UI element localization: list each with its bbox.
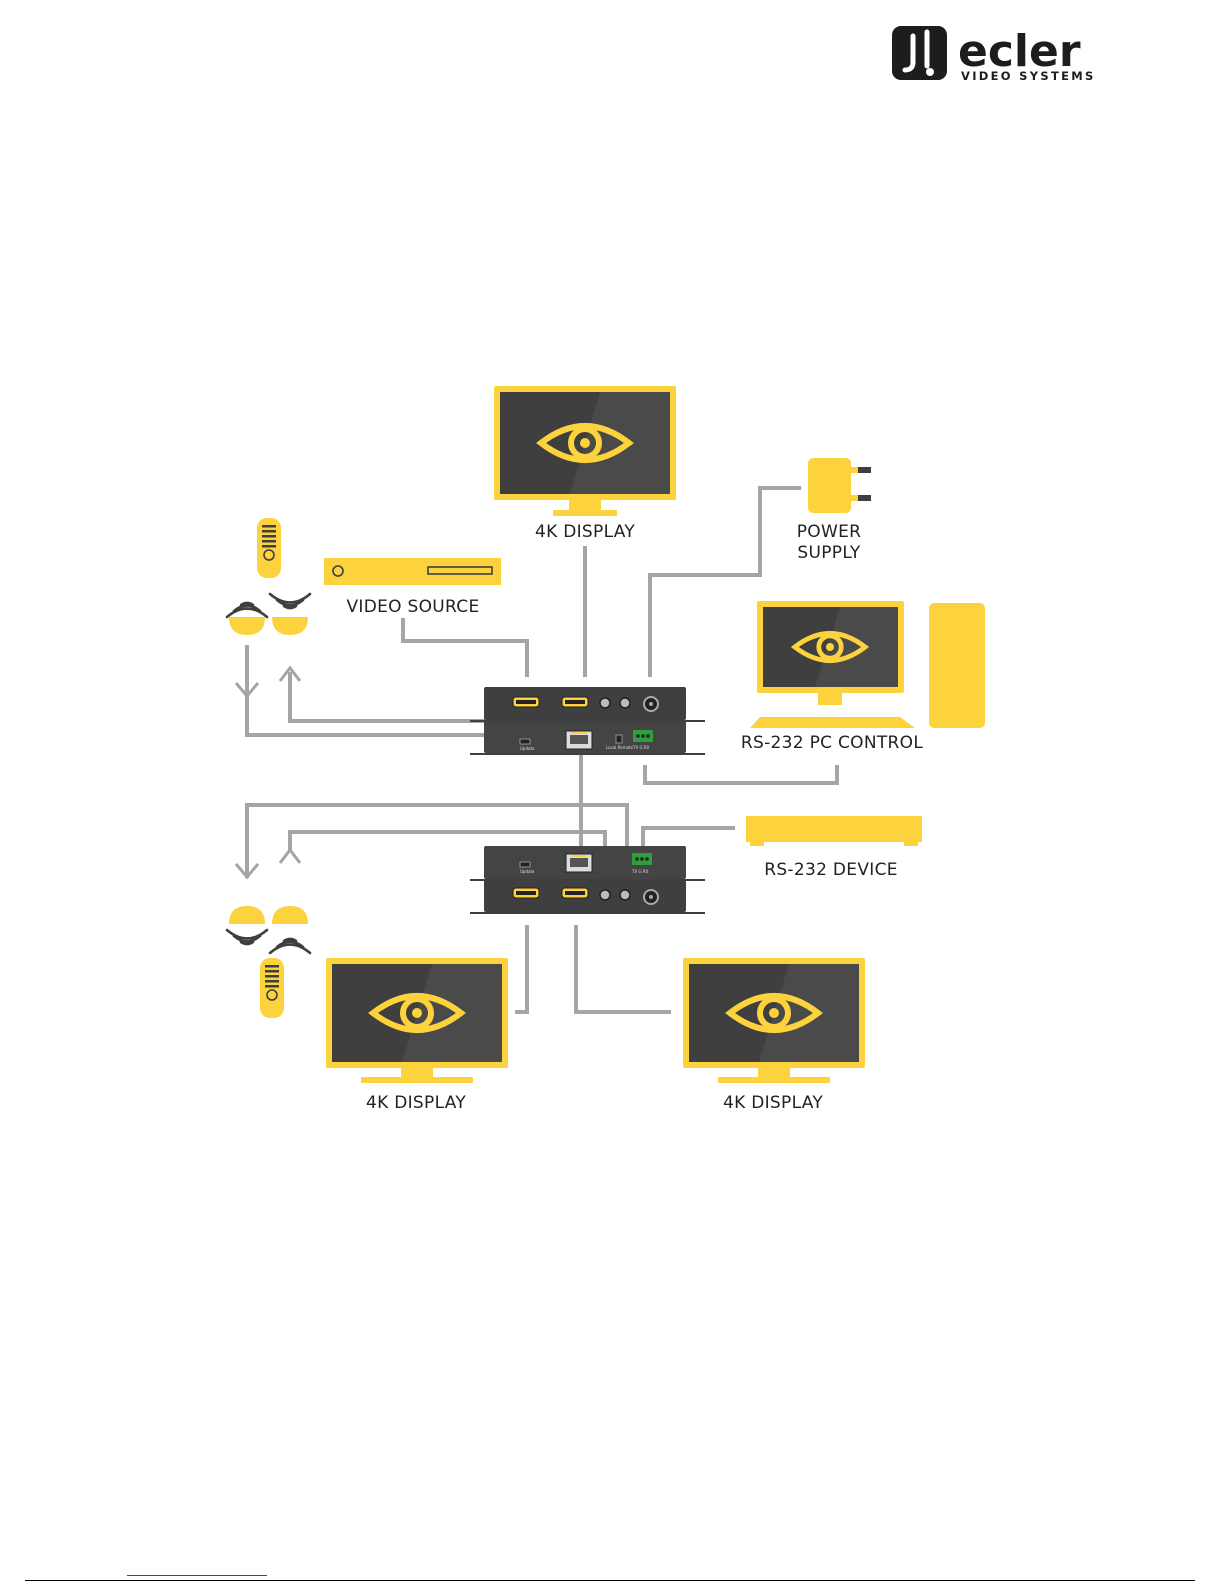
top-display-label: 4K DISPLAY (535, 522, 635, 542)
ir-receiver-waves-icon (227, 930, 267, 944)
ir-emitter-icon (272, 617, 308, 635)
ir-emitter-waves-icon (270, 594, 310, 608)
ir-out-jack-icon (620, 698, 630, 708)
cable-video-source (403, 618, 527, 677)
ir-out-jack-icon (620, 890, 630, 900)
power-supply-label-1: POWER (797, 522, 862, 542)
bottom-right-display-label: 4K DISPLAY (723, 1093, 823, 1113)
svg-text:Update: Update (520, 869, 535, 874)
ir-receiver-icon (229, 617, 265, 635)
svg-text:TX G RX: TX G RX (631, 869, 649, 874)
bottom-left-4k-display: 4K DISPLAY (326, 958, 508, 1113)
remote-control-icon (260, 958, 284, 1018)
svg-text:Local Remote: Local Remote (606, 745, 634, 750)
bottom-right-4k-display: 4K DISPLAY (683, 958, 865, 1113)
rs232-pc-control: RS-232 PC CONTROL (741, 601, 985, 753)
power-adapter-icon (808, 458, 851, 513)
ir-emitter-waves-icon (270, 939, 310, 953)
ir-in-jack-icon (600, 890, 610, 900)
update-port-icon (520, 862, 530, 867)
ir-receiver-waves-icon (227, 603, 267, 617)
power-supply: POWER SUPPLY (797, 458, 871, 563)
footer-rule (25, 1580, 1195, 1581)
footer-link-underline[interactable] (127, 1575, 267, 1576)
top-4k-display: 4K DISPLAY (494, 386, 676, 542)
bottom-left-display-label: 4K DISPLAY (366, 1093, 466, 1113)
pc-control-label: RS-232 PC CONTROL (741, 733, 923, 753)
video-source-label: VIDEO SOURCE (346, 597, 479, 617)
cable-pc-control (645, 765, 837, 783)
update-port-icon (520, 739, 530, 744)
receiver-unit: Update TX G RX (470, 846, 705, 913)
cable-display-bottom-left (515, 925, 527, 1012)
power-supply-label-2: SUPPLY (797, 543, 860, 563)
transmitter-unit: Update Local Remote TX G RX (470, 687, 705, 754)
arrow-up-icon (280, 850, 300, 863)
logo-tagline: VIDEO SYSTEMS (961, 69, 1096, 83)
rs232-device: RS-232 DEVICE (746, 816, 922, 880)
cable-display-bottom-right (576, 925, 671, 1012)
rs232-device-label: RS-232 DEVICE (764, 860, 898, 880)
ecler-logo: ecler VIDEO SYSTEMS (892, 26, 1096, 83)
svg-text:TX G RX: TX G RX (632, 745, 650, 750)
pc-tower-icon (929, 603, 985, 728)
mode-switch-icon (616, 735, 622, 743)
rs232-device-box-icon (746, 816, 922, 842)
ir-receiver-icon (229, 906, 265, 924)
svg-text:Update: Update (520, 746, 535, 751)
video-source-box-icon (324, 558, 501, 585)
top-ir-group (227, 518, 310, 635)
remote-control-icon (257, 518, 281, 578)
ir-in-jack-icon (600, 698, 610, 708)
ir-emitter-icon (272, 906, 308, 924)
logo-mark-icon (892, 26, 947, 80)
video-source: VIDEO SOURCE (324, 558, 501, 617)
bottom-ir-group (227, 906, 310, 1018)
